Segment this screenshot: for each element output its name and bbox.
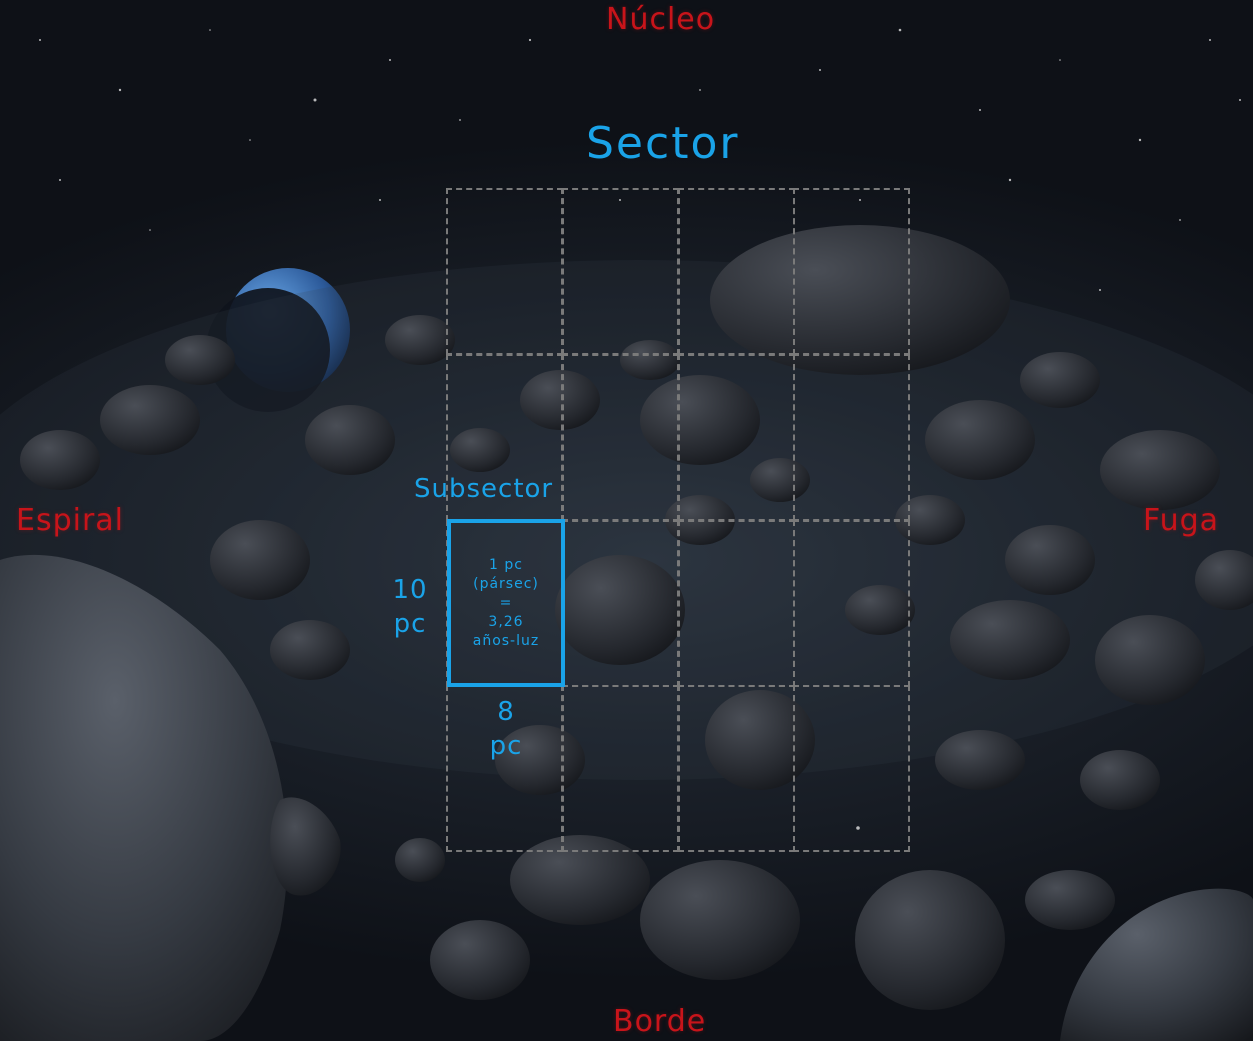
grid-cell	[678, 354, 795, 521]
subsector-label: Subsector	[414, 474, 554, 504]
height-value: 10	[392, 575, 428, 605]
asteroids	[20, 225, 1253, 1010]
grid-cell	[678, 520, 795, 687]
grid-cell	[793, 520, 910, 687]
width-dimension: 8 pc	[482, 695, 530, 763]
grid-cell	[793, 188, 910, 355]
foreground-rock-right	[1060, 888, 1253, 1041]
sector-grid	[446, 188, 910, 852]
grid-cell	[793, 685, 910, 852]
sector-title: Sector	[586, 118, 740, 169]
stars	[39, 28, 1241, 830]
foreground-rock-left	[0, 554, 288, 1041]
parsec-line-5: años-luz	[472, 632, 540, 649]
grid-cell	[678, 685, 795, 852]
direction-label-right: Fuga	[1143, 503, 1220, 538]
parsec-line-4: 3,26	[488, 613, 524, 630]
grid-cell	[562, 520, 679, 687]
grid-cell	[678, 188, 795, 355]
grid-cell	[562, 354, 679, 521]
parsec-line-1: 1 pc	[489, 556, 523, 573]
height-unit: pc	[393, 609, 427, 639]
width-value: 8	[497, 697, 515, 727]
direction-label-bottom: Borde	[613, 1004, 707, 1039]
direction-label-top: Núcleo	[606, 2, 716, 37]
grid-cell	[562, 188, 679, 355]
subsector-cell-highlight: 1 pc (pársec) = 3,26 años-luz	[447, 519, 565, 687]
grid-cell	[446, 188, 563, 355]
grid-cell	[793, 354, 910, 521]
width-unit: pc	[489, 731, 523, 761]
direction-label-left: Espiral	[16, 503, 125, 538]
parsec-line-2: (pársec)	[473, 575, 539, 592]
parsec-line-3: =	[499, 594, 513, 611]
grid-cell	[562, 685, 679, 852]
height-dimension: 10 pc	[386, 573, 434, 641]
